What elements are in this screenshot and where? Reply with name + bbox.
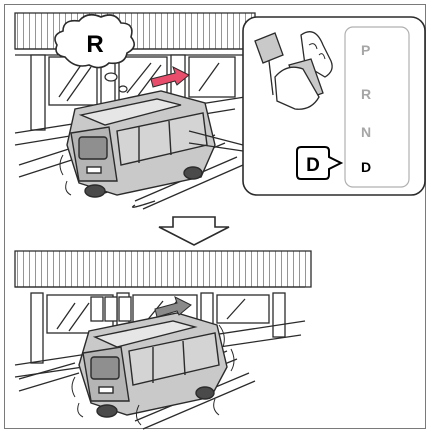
thought-bubble-label: R — [86, 31, 103, 58]
gear-indicator-badge-label: D — [306, 155, 320, 176]
callout-panel: P R N D D — [243, 17, 425, 195]
shift-position-r: R — [361, 86, 371, 102]
top-scene: R P R N D D — [15, 13, 425, 209]
illustration-frame: R P R N D D — [4, 4, 426, 429]
bottom-scene — [15, 251, 311, 429]
illustration-canvas: R P R N D D — [5, 5, 430, 440]
shift-position-d: D — [361, 159, 371, 175]
car-bottom — [72, 313, 234, 425]
shift-position-n: N — [361, 124, 371, 140]
shift-position-p: P — [361, 42, 370, 58]
sequence-arrow-down — [159, 217, 229, 245]
